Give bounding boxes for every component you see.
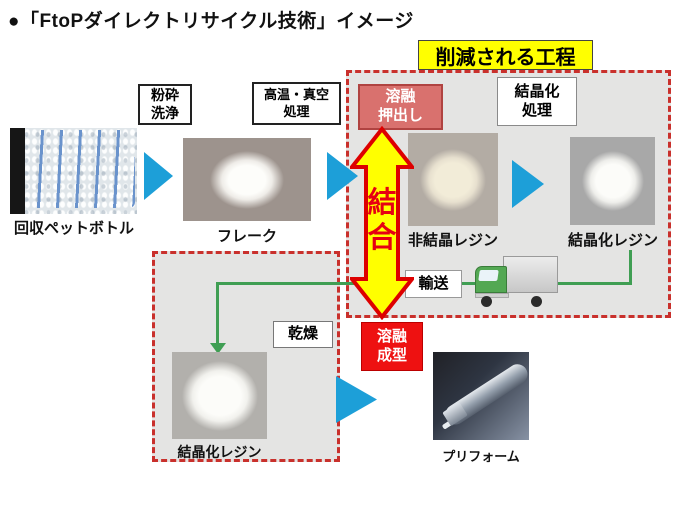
flow-arrow-right-icon xyxy=(144,152,173,200)
resin-pellets-icon xyxy=(181,360,258,431)
bale-shadow-band xyxy=(10,128,25,214)
crystallized-resin-dried-label: 結晶化レジン xyxy=(177,444,262,460)
crystallized-resin-image xyxy=(570,137,655,225)
crystallization-step-box: 結晶化 処理 xyxy=(497,77,577,126)
flake-image xyxy=(183,138,311,221)
resin-pellets-icon xyxy=(420,148,486,211)
collected-pet-bottles-image xyxy=(10,128,137,214)
bale-straps-icon xyxy=(25,130,135,208)
crush-wash-step-box: 粉砕 洗浄 xyxy=(138,84,192,125)
transport-line-down-icon xyxy=(629,250,632,284)
page-title: ●「FtoPダイレクトリサイクル技術」イメージ xyxy=(8,11,414,32)
crystallized-resin-label: 結晶化レジン xyxy=(567,232,658,249)
transport-line-into-dryer-icon xyxy=(216,282,219,344)
flow-arrow-right-icon xyxy=(336,376,377,423)
amorphous-resin-label: 非結晶レジン xyxy=(407,232,498,249)
preform-image xyxy=(433,352,529,440)
combine-double-arrow-icon: 結 合 xyxy=(347,125,417,321)
resin-pellets-icon xyxy=(581,151,644,211)
flake-label: フレーク xyxy=(216,228,277,245)
transport-arrowhead-icon xyxy=(210,343,226,354)
eliminated-process-title: 削減される工程 xyxy=(418,40,593,70)
melt-molding-step-box: 溶融 成型 xyxy=(361,322,423,371)
preform-label: プリフォーム xyxy=(442,449,520,464)
high-temp-vacuum-step-box: 高温・真空 処理 xyxy=(252,82,341,125)
flake-pile-icon xyxy=(210,150,284,209)
drying-step-box: 乾燥 xyxy=(273,321,333,348)
amorphous-resin-image xyxy=(408,133,498,226)
collected-bottles-label: 回収ペットボトル xyxy=(13,220,134,237)
melt-extrusion-step-box: 溶融 押出し xyxy=(358,84,443,130)
combine-label: 結 合 xyxy=(367,187,397,254)
crystallized-resin-dried-image xyxy=(172,352,267,439)
transport-step-box: 輸送 xyxy=(405,270,462,298)
truck-icon xyxy=(475,256,559,307)
